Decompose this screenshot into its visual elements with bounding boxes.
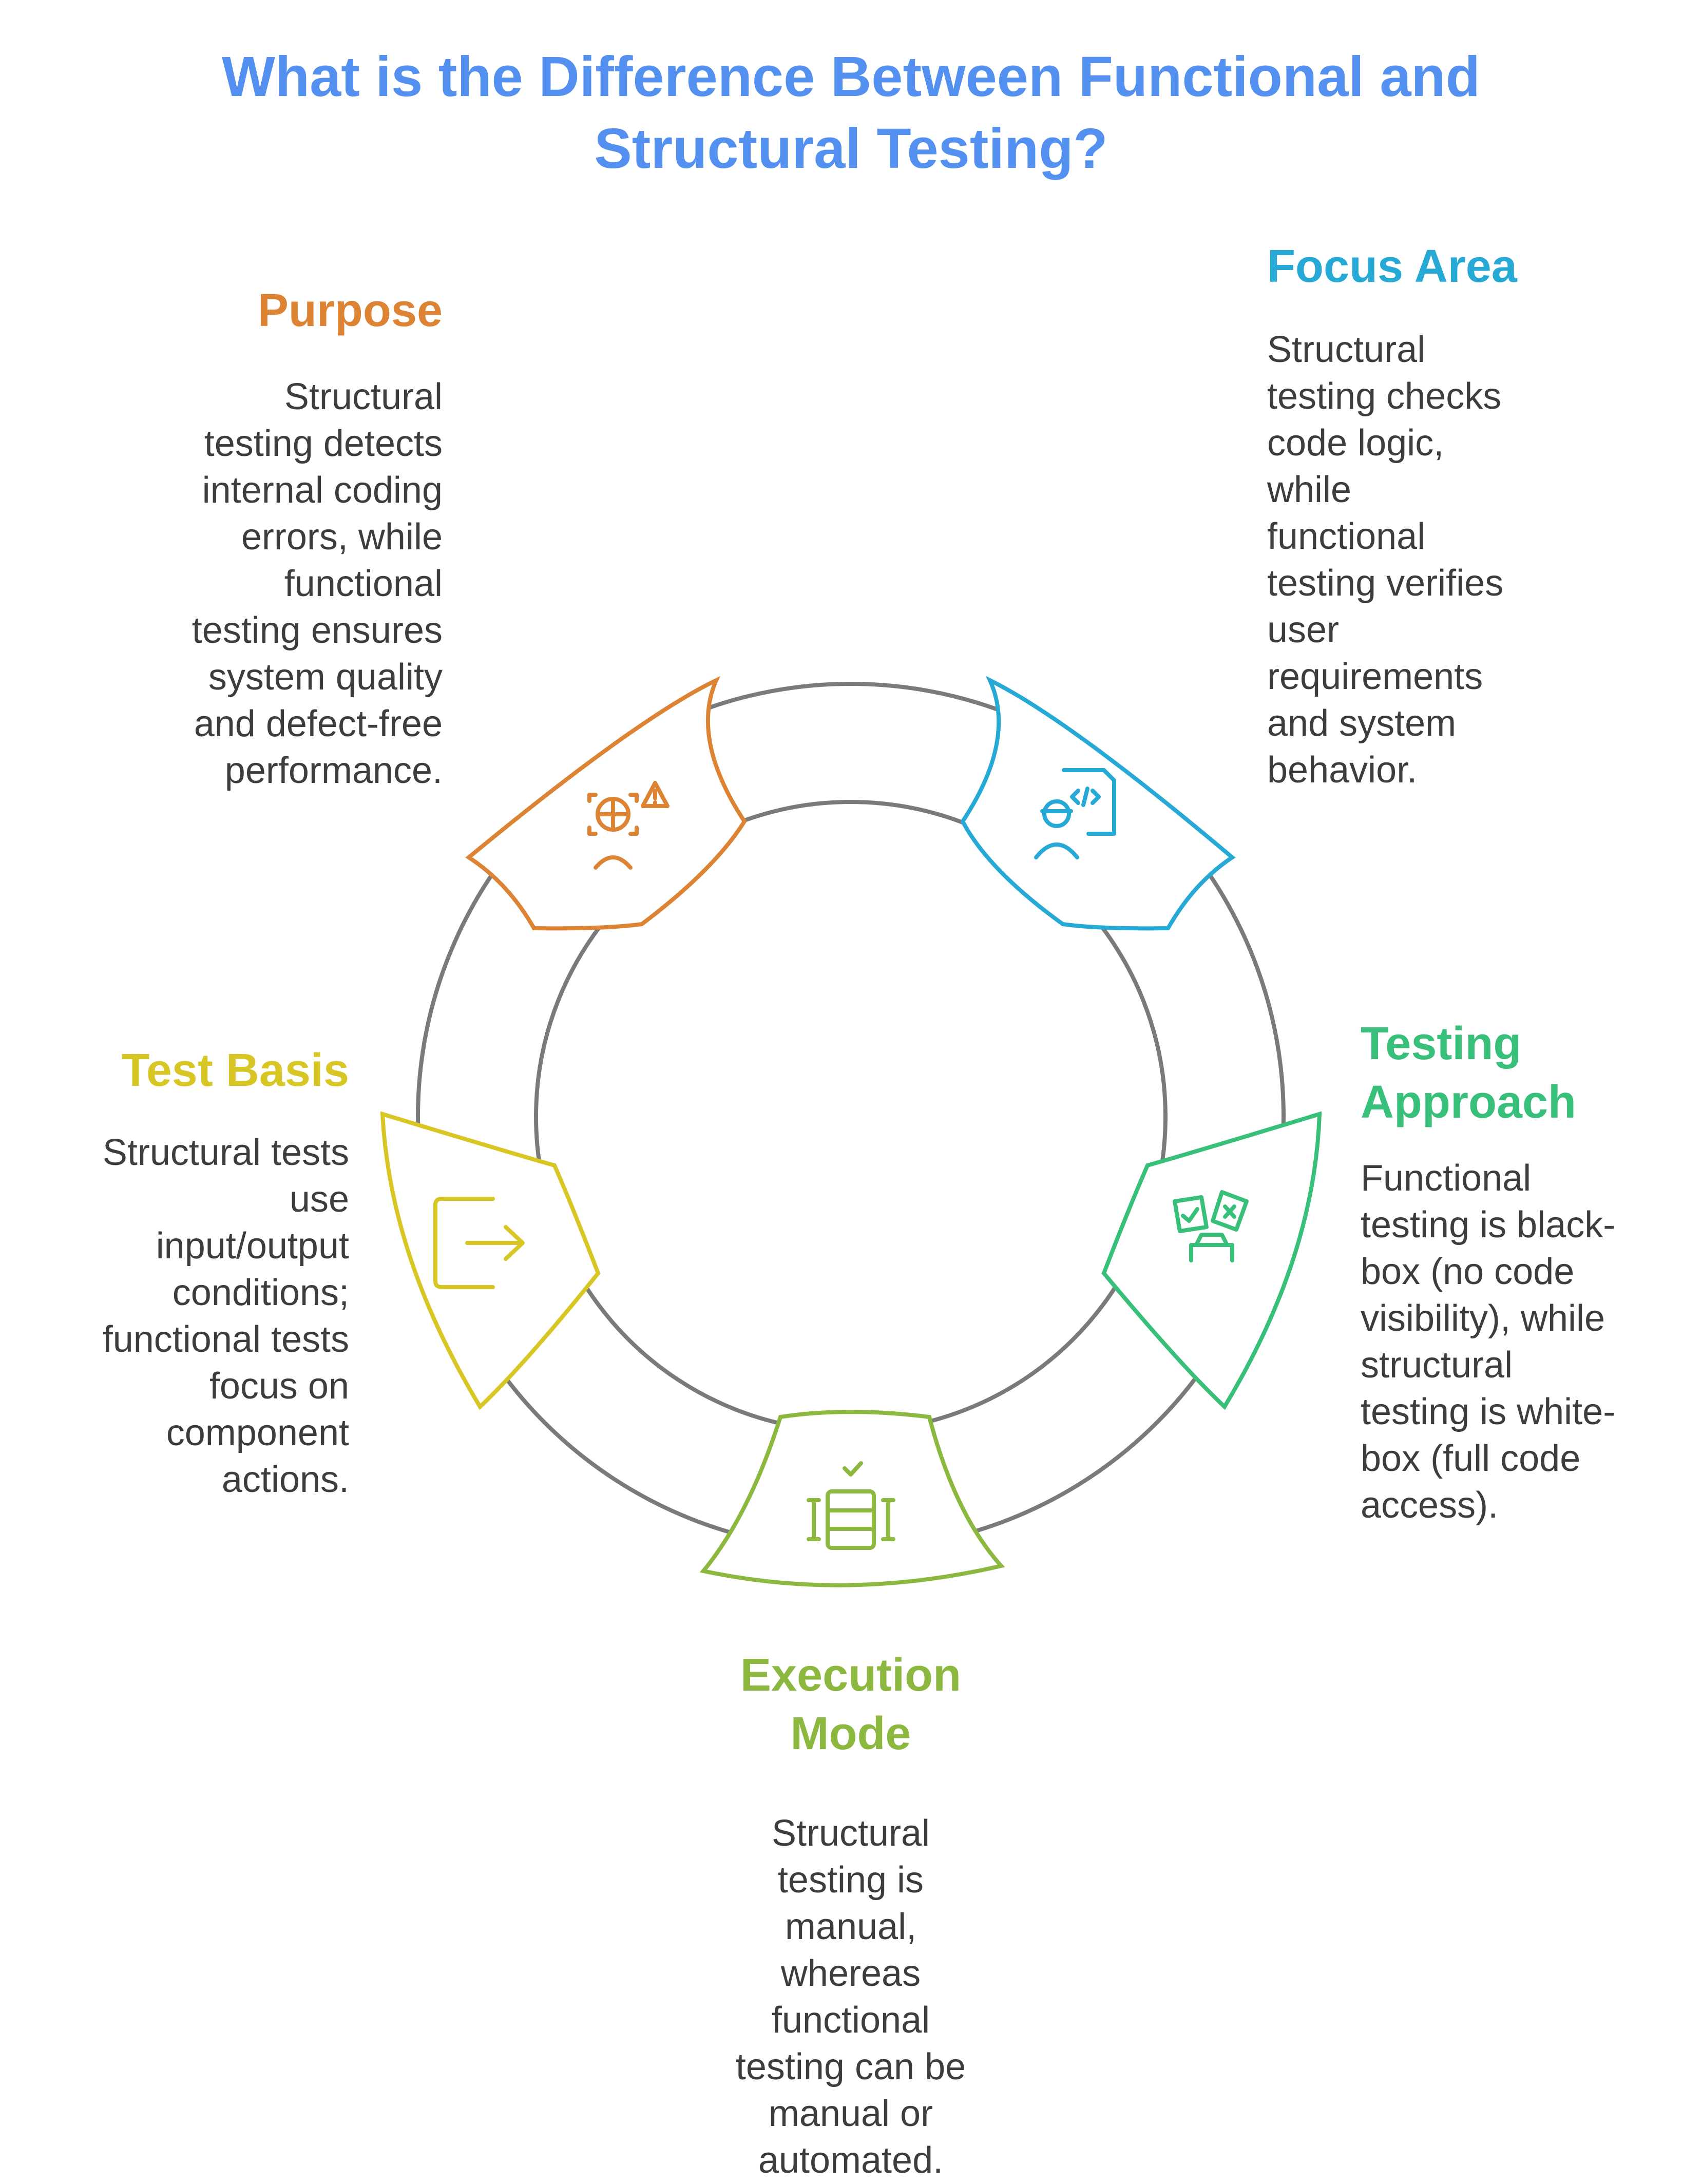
test-basis-heading-line: Test Basis	[121, 1045, 349, 1096]
focus-area-body-line: code logic,	[1267, 423, 1444, 464]
execution-mode-body-line: automated.	[758, 2140, 944, 2181]
test-basis-body: Structural tests use input/output condit…	[41, 1129, 349, 1503]
execution-mode-body-line: testing is	[777, 1860, 924, 1901]
testing-approach-body-line: Functional	[1361, 1158, 1532, 1199]
title-line-2: Structural Testing?	[594, 117, 1108, 180]
testing-approach-heading-line: Testing	[1361, 1018, 1522, 1069]
focus-area-body-line: user	[1267, 609, 1340, 650]
test-basis-body-line: functional tests	[102, 1319, 349, 1360]
testing-approach-heading-line: Approach	[1361, 1077, 1577, 1128]
test-basis-body-line: conditions;	[172, 1272, 349, 1313]
execution-mode-body: Structural testing is manual, whereas fu…	[671, 1810, 1030, 2184]
execution-mode-body-line: manual or	[768, 2093, 933, 2134]
focus-area-body-line: Structural	[1267, 329, 1426, 370]
execution-mode-heading-line: Mode	[790, 1708, 911, 1759]
purpose-body-line: system quality	[208, 657, 443, 698]
execution-mode-body-line: whereas	[780, 1953, 921, 1994]
focus-area-heading-line: Focus Area	[1267, 241, 1517, 292]
title-line-1: What is the Difference Between Functiona…	[222, 45, 1480, 108]
focus-area-body: Structural testing checks code logic, wh…	[1267, 327, 1575, 794]
focus-area-body-line: and system	[1267, 703, 1457, 744]
purpose-body-line: testing ensures	[192, 610, 443, 651]
focus-area-body-line: while	[1267, 469, 1352, 510]
test-basis-heading: Test Basis	[82, 1041, 349, 1100]
testing-approach-body-line: box (no code	[1361, 1251, 1575, 1292]
focus-area-body-line: requirements	[1267, 656, 1483, 697]
testing-approach-body-line: structural	[1361, 1345, 1513, 1386]
execution-mode-body-line: testing can be	[735, 2046, 966, 2087]
testing-approach-segment	[1101, 1111, 1322, 1410]
server-check-icon	[807, 1461, 895, 1550]
focus-area-body-line: functional	[1267, 516, 1426, 557]
execution-mode-segment	[699, 1410, 1005, 1587]
test-basis-segment	[380, 1111, 601, 1410]
purpose-body-line: testing detects	[204, 423, 443, 464]
testing-approach-body-line: testing is black-	[1361, 1204, 1616, 1246]
input-output-icon	[433, 1197, 525, 1289]
check-cross-cards-icon	[1173, 1190, 1249, 1262]
execution-mode-body-line: functional	[771, 2000, 930, 2041]
test-basis-body-line: use	[289, 1179, 349, 1220]
testing-approach-body-line: visibility), while	[1361, 1298, 1605, 1339]
execution-mode-body-line: Structural	[771, 1813, 930, 1854]
testing-approach-body: Functional testing is black- box (no cod…	[1361, 1155, 1694, 1529]
warning-target-person-icon	[587, 781, 670, 870]
purpose-heading-line: Purpose	[257, 285, 443, 336]
purpose-heading: Purpose	[185, 281, 443, 340]
purpose-body-line: internal coding	[202, 470, 443, 511]
focus-area-body-line: testing verifies	[1267, 563, 1504, 604]
page-title: What is the Difference Between Functiona…	[0, 41, 1702, 185]
developer-code-icon	[1034, 768, 1116, 859]
focus-area-segment	[960, 676, 1236, 931]
test-basis-body-line: input/output	[156, 1225, 349, 1267]
focus-area-heading: Focus Area	[1267, 237, 1575, 296]
purpose-body-line: errors, while	[241, 516, 443, 558]
testing-approach-body-line: access).	[1361, 1485, 1499, 1526]
purpose-body-line: and defect-free	[194, 703, 443, 744]
focus-area-body-line: testing checks	[1267, 376, 1502, 417]
testing-approach-body-line: box (full code	[1361, 1438, 1581, 1479]
focus-area-body-line: behavior.	[1267, 750, 1418, 791]
test-basis-body-line: component	[166, 1412, 349, 1453]
test-basis-body-line: actions.	[221, 1459, 349, 1500]
execution-mode-body-line: manual,	[785, 1906, 917, 1947]
testing-approach-heading: Testing Approach	[1361, 1014, 1679, 1132]
test-basis-body-line: focus on	[209, 1366, 349, 1407]
execution-mode-heading: Execution Mode	[645, 1646, 1056, 1763]
execution-mode-heading-line: Execution	[740, 1650, 962, 1701]
test-basis-body-line: Structural tests	[102, 1132, 349, 1173]
purpose-body-line: functional	[284, 563, 443, 604]
purpose-body: Structural testing detects internal codi…	[133, 374, 443, 794]
purpose-segment	[465, 676, 747, 931]
purpose-body-line: performance.	[224, 750, 443, 791]
testing-approach-body-line: testing is white-	[1361, 1391, 1616, 1432]
purpose-body-line: Structural	[284, 376, 443, 417]
